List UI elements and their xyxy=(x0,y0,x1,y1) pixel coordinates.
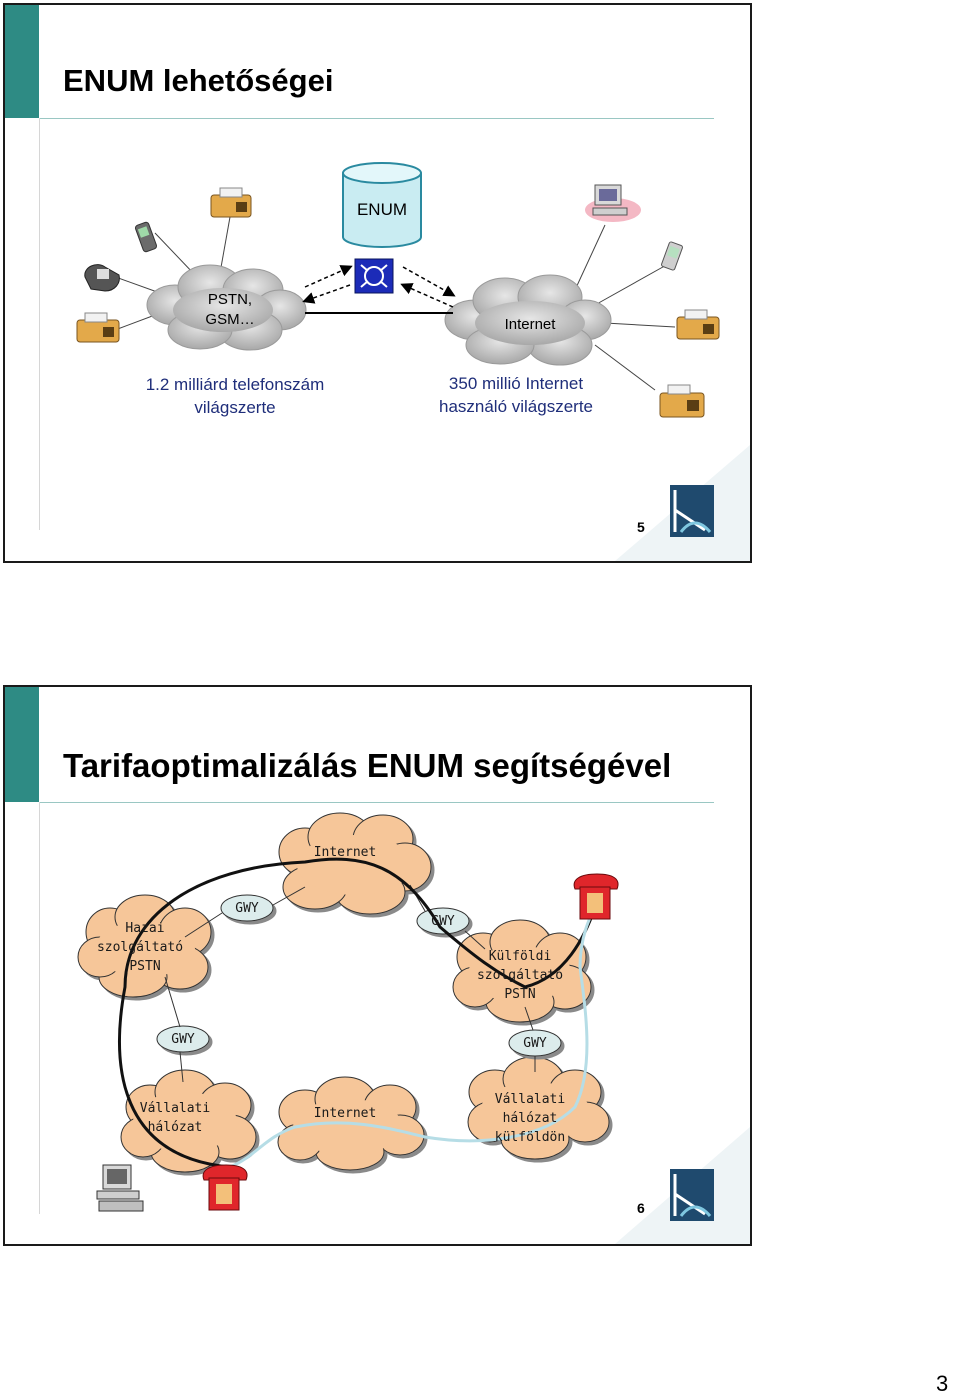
title-accent-bar xyxy=(5,687,39,802)
tariff-diagram xyxy=(77,812,750,1244)
caption-phone-count-line2: világszerte xyxy=(194,398,276,417)
enum-label: ENUM xyxy=(356,200,408,219)
hazai-label-line2: szolgáltató xyxy=(96,940,184,955)
computer-icon xyxy=(585,184,641,222)
device-links xyxy=(109,216,676,391)
computer-icon xyxy=(96,1164,144,1212)
hazai-pstn-cloud xyxy=(77,894,212,998)
gwy-mid-left-node xyxy=(156,1025,210,1053)
internet-top-cloud xyxy=(278,812,432,915)
fax-icon-2 xyxy=(76,312,120,343)
pda-icon xyxy=(661,241,683,271)
fax-icon-1 xyxy=(210,187,252,218)
vallalati-cloud xyxy=(120,1069,257,1173)
vallalati-label-line1: Vállalati xyxy=(139,1101,211,1116)
gwy-top-left-node xyxy=(220,894,274,922)
fax-icon-4 xyxy=(659,384,705,418)
gateway-links xyxy=(164,884,536,1083)
kulfoldi-label-line3: PSTN xyxy=(504,987,536,1002)
gwy-mid-right-label: GWY xyxy=(523,1036,547,1051)
internet-label: Internet xyxy=(504,316,556,333)
kulfoldi-label-line1: Külföldi xyxy=(488,949,552,964)
caption-internet-users-line1: 350 millió Internet xyxy=(448,374,584,393)
kulfoldi-pstn-cloud xyxy=(452,919,592,1023)
gwy-top-left-label: GWY xyxy=(235,901,259,916)
router-icon xyxy=(354,258,394,294)
logo-icon xyxy=(670,1169,714,1221)
left-guide-line xyxy=(39,118,40,530)
gwy-top-right-node xyxy=(416,907,470,935)
gwy-mid-left-label: GWY xyxy=(171,1032,195,1047)
vallalati-kulf-label-line3: külföldön xyxy=(494,1130,566,1145)
enum-diagram xyxy=(76,162,750,561)
caption-phone-count-line1: 1.2 milliárd telefonszám xyxy=(145,375,325,394)
title-rule xyxy=(39,118,714,119)
internet-cloud xyxy=(444,274,612,366)
slide-title: Tarifaoptimalizálás ENUM segítségével xyxy=(63,747,672,784)
title-rule xyxy=(39,802,714,803)
vallalati-kulf-label-line1: Vállalati xyxy=(494,1092,566,1107)
fax-icon-3 xyxy=(676,309,720,340)
slide-title: ENUM lehetőségei xyxy=(63,63,334,98)
telephone-icon xyxy=(84,264,120,292)
internet-top-label: Internet xyxy=(313,845,377,860)
vallalati-label-line2: hálózat xyxy=(147,1120,203,1135)
slide-tariff-optimization: Tarifaoptimalizálás ENUM segítségével xyxy=(3,685,752,1246)
title-accent-bar xyxy=(5,5,39,118)
hazai-label-line3: PSTN xyxy=(129,959,161,974)
internet-bottom-cloud xyxy=(277,1076,425,1171)
gwy-top-right-label: GWY xyxy=(431,914,455,929)
enum-query-arrows xyxy=(302,265,456,308)
kulfoldi-label-line2: szolgáltató xyxy=(476,968,564,983)
call-path-corporate xyxy=(229,906,597,1169)
caption-internet-users-line2: használó világszerte xyxy=(438,397,594,416)
red-phone-icon-bottom xyxy=(202,1164,248,1211)
pstn-gsm-cloud xyxy=(146,264,307,351)
pstn-label-line1: PSTN, xyxy=(207,291,253,308)
pstn-label-line2: GSM… xyxy=(205,311,255,328)
left-guide-line xyxy=(39,802,40,1214)
enum-database-icon xyxy=(342,162,422,248)
page-number: 6 xyxy=(637,1200,645,1216)
mobile-phone-icon xyxy=(134,221,158,253)
page-number: 5 xyxy=(637,519,645,535)
call-path-internet xyxy=(118,857,597,1169)
slide-enum-possibilities: ENUM lehetőségei xyxy=(3,3,752,563)
logo-icon xyxy=(670,485,714,537)
red-phone-icon-top xyxy=(573,873,619,920)
vallalati-kulfold-cloud xyxy=(467,1056,610,1160)
sheet-number: 3 xyxy=(936,1371,949,1396)
hazai-label-line1: Hazai xyxy=(125,921,165,936)
vallalati-kulf-label-line2: hálózat xyxy=(502,1111,558,1126)
internet-bottom-label: Internet xyxy=(313,1106,377,1121)
